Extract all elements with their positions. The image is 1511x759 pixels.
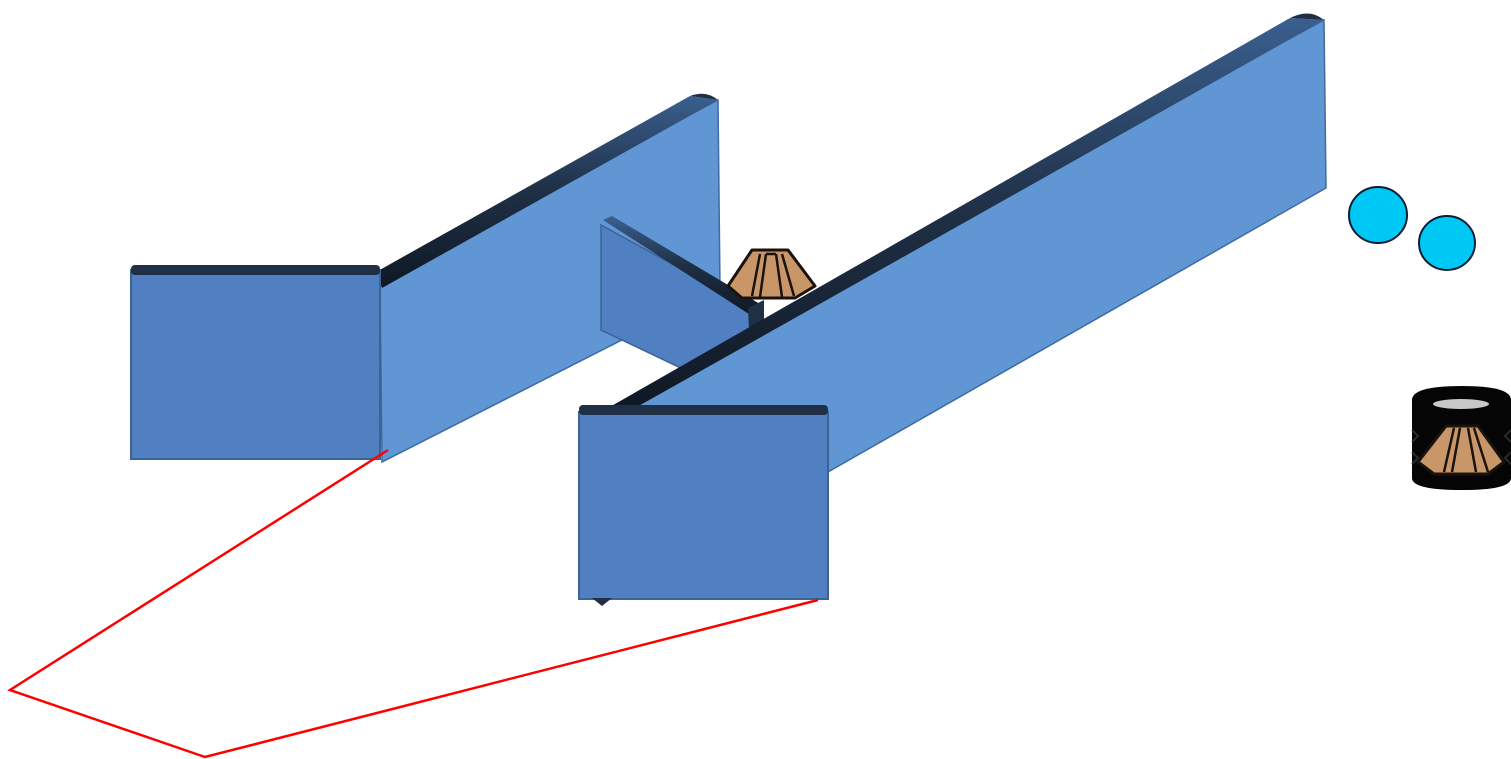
ball-icon-2 (1418, 215, 1476, 271)
cup-with-cone-icon (1411, 386, 1511, 490)
right-wall-long (608, 13, 1327, 474)
red-path (7, 448, 819, 759)
left-wall-front (130, 265, 381, 460)
cone-between-walls (726, 248, 817, 300)
right-wall-front (578, 405, 829, 606)
ball-icon-1 (1348, 186, 1408, 244)
